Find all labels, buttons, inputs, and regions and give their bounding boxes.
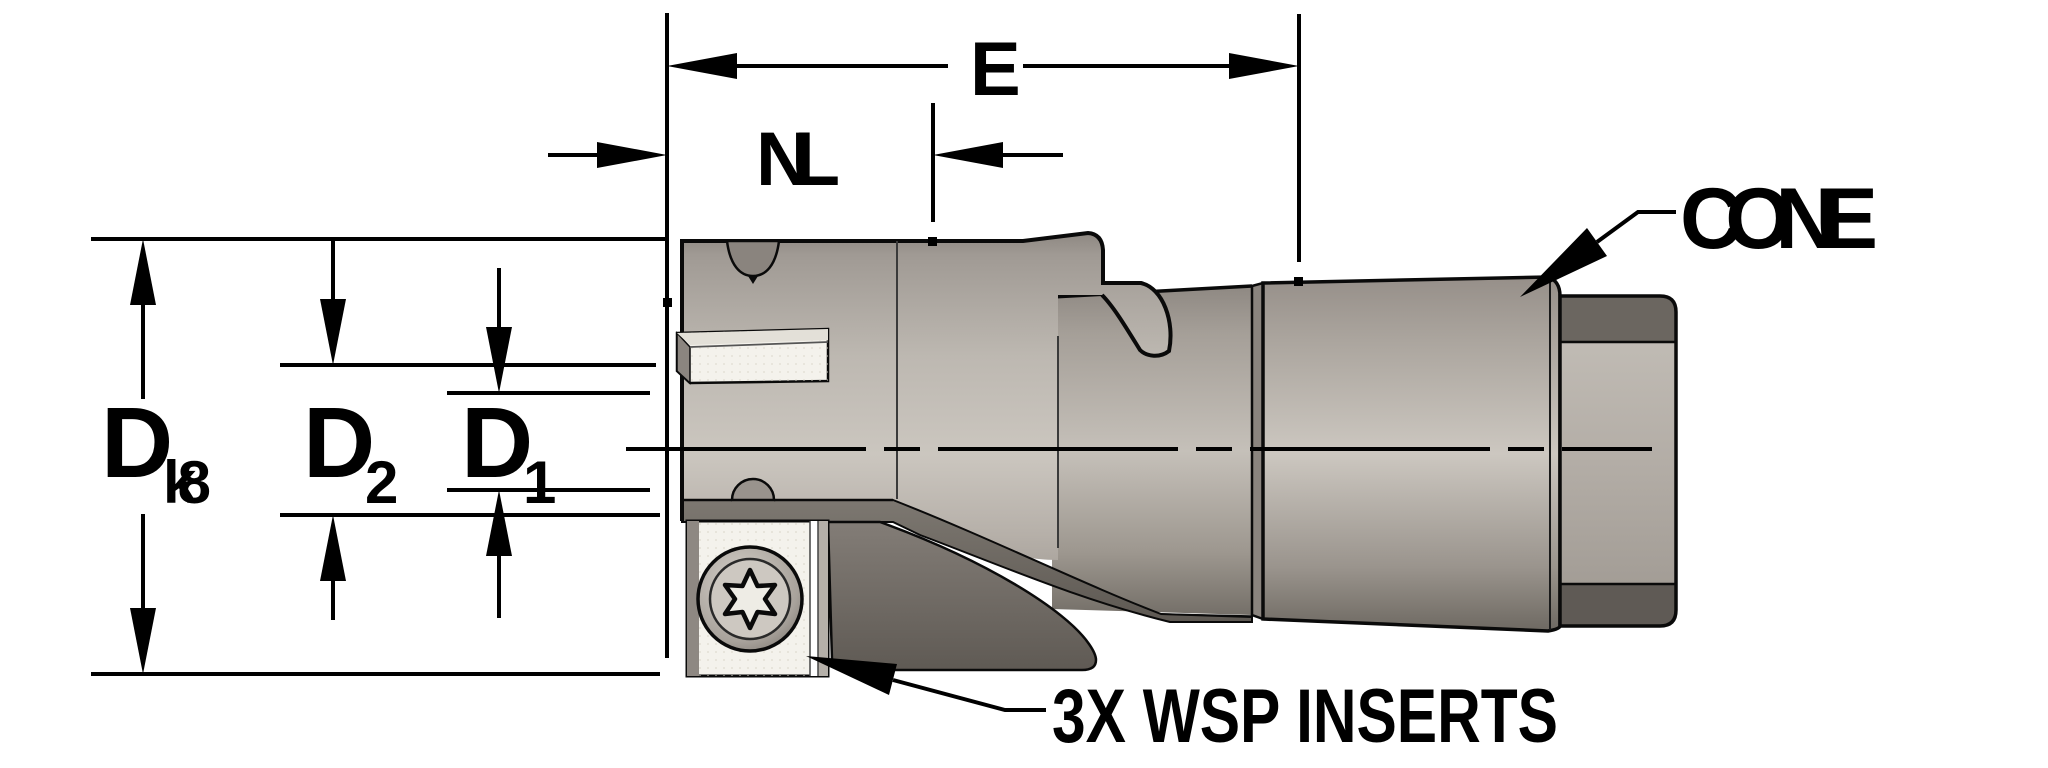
arrowhead-right	[1229, 53, 1299, 79]
torx-star	[722, 567, 778, 631]
dimension-label-d1-sub: 1	[523, 449, 556, 516]
leader-line	[1595, 210, 1676, 244]
arrowhead-left	[667, 53, 737, 79]
dimension-label-e: E	[970, 27, 1021, 112]
dimension-label-d2-sub: 2	[365, 449, 398, 516]
end-cap	[1560, 296, 1676, 626]
coolant-notch-tip	[748, 276, 758, 284]
dimension-nl: NL	[548, 103, 1063, 246]
witness-dot-cone	[1294, 277, 1303, 286]
dimension-e: E	[663, 13, 1303, 658]
dimension-d2: D 2	[280, 239, 660, 620]
arrowhead-down	[130, 608, 156, 674]
witness-dot-nl	[928, 237, 937, 246]
dimension-label-d1: D	[461, 387, 533, 499]
callout-cone: CONE	[1520, 171, 1878, 297]
cone-section	[1261, 275, 1562, 633]
arrowhead-up	[320, 515, 346, 581]
coolant-bump	[730, 477, 776, 502]
callout-label-inserts: 3X WSP INSERTS	[1052, 674, 1558, 759]
coolant-notch	[725, 239, 781, 278]
end-cap-band-edges	[1560, 340, 1676, 586]
dimension-label-d2: D	[303, 387, 375, 499]
tool-body	[675, 230, 1678, 678]
arrowhead-left	[597, 142, 667, 168]
bottom-insert	[685, 519, 830, 678]
underside-sweep	[681, 499, 1253, 623]
arrowhead-up	[130, 239, 156, 305]
leader-arrowhead	[806, 656, 897, 695]
arrowhead-right	[933, 142, 1003, 168]
dimension-label-dk8-sub: k8	[163, 449, 211, 516]
arrowhead-up	[486, 490, 512, 556]
leader-line	[892, 678, 1046, 712]
dimension-label-dk8: D	[101, 387, 173, 499]
dimension-d1: D 1	[447, 268, 650, 618]
callout-inserts: 3X WSP INSERTS	[806, 656, 1558, 759]
head-outline	[680, 230, 1173, 521]
end-cap-outline	[1558, 294, 1678, 628]
witness-dot-front	[663, 298, 672, 307]
leader-arrowhead	[1520, 228, 1607, 297]
arrowhead-down	[486, 327, 512, 393]
dimension-dk8: D k8	[91, 237, 667, 676]
end-cap-top-band	[1560, 296, 1676, 342]
arrowhead-down	[320, 299, 346, 365]
dimension-label-nl: NL	[756, 117, 840, 202]
callout-label-cone: CONE	[1680, 171, 1878, 267]
end-cap-bottom-band	[1560, 584, 1676, 626]
upper-insert	[675, 327, 830, 385]
